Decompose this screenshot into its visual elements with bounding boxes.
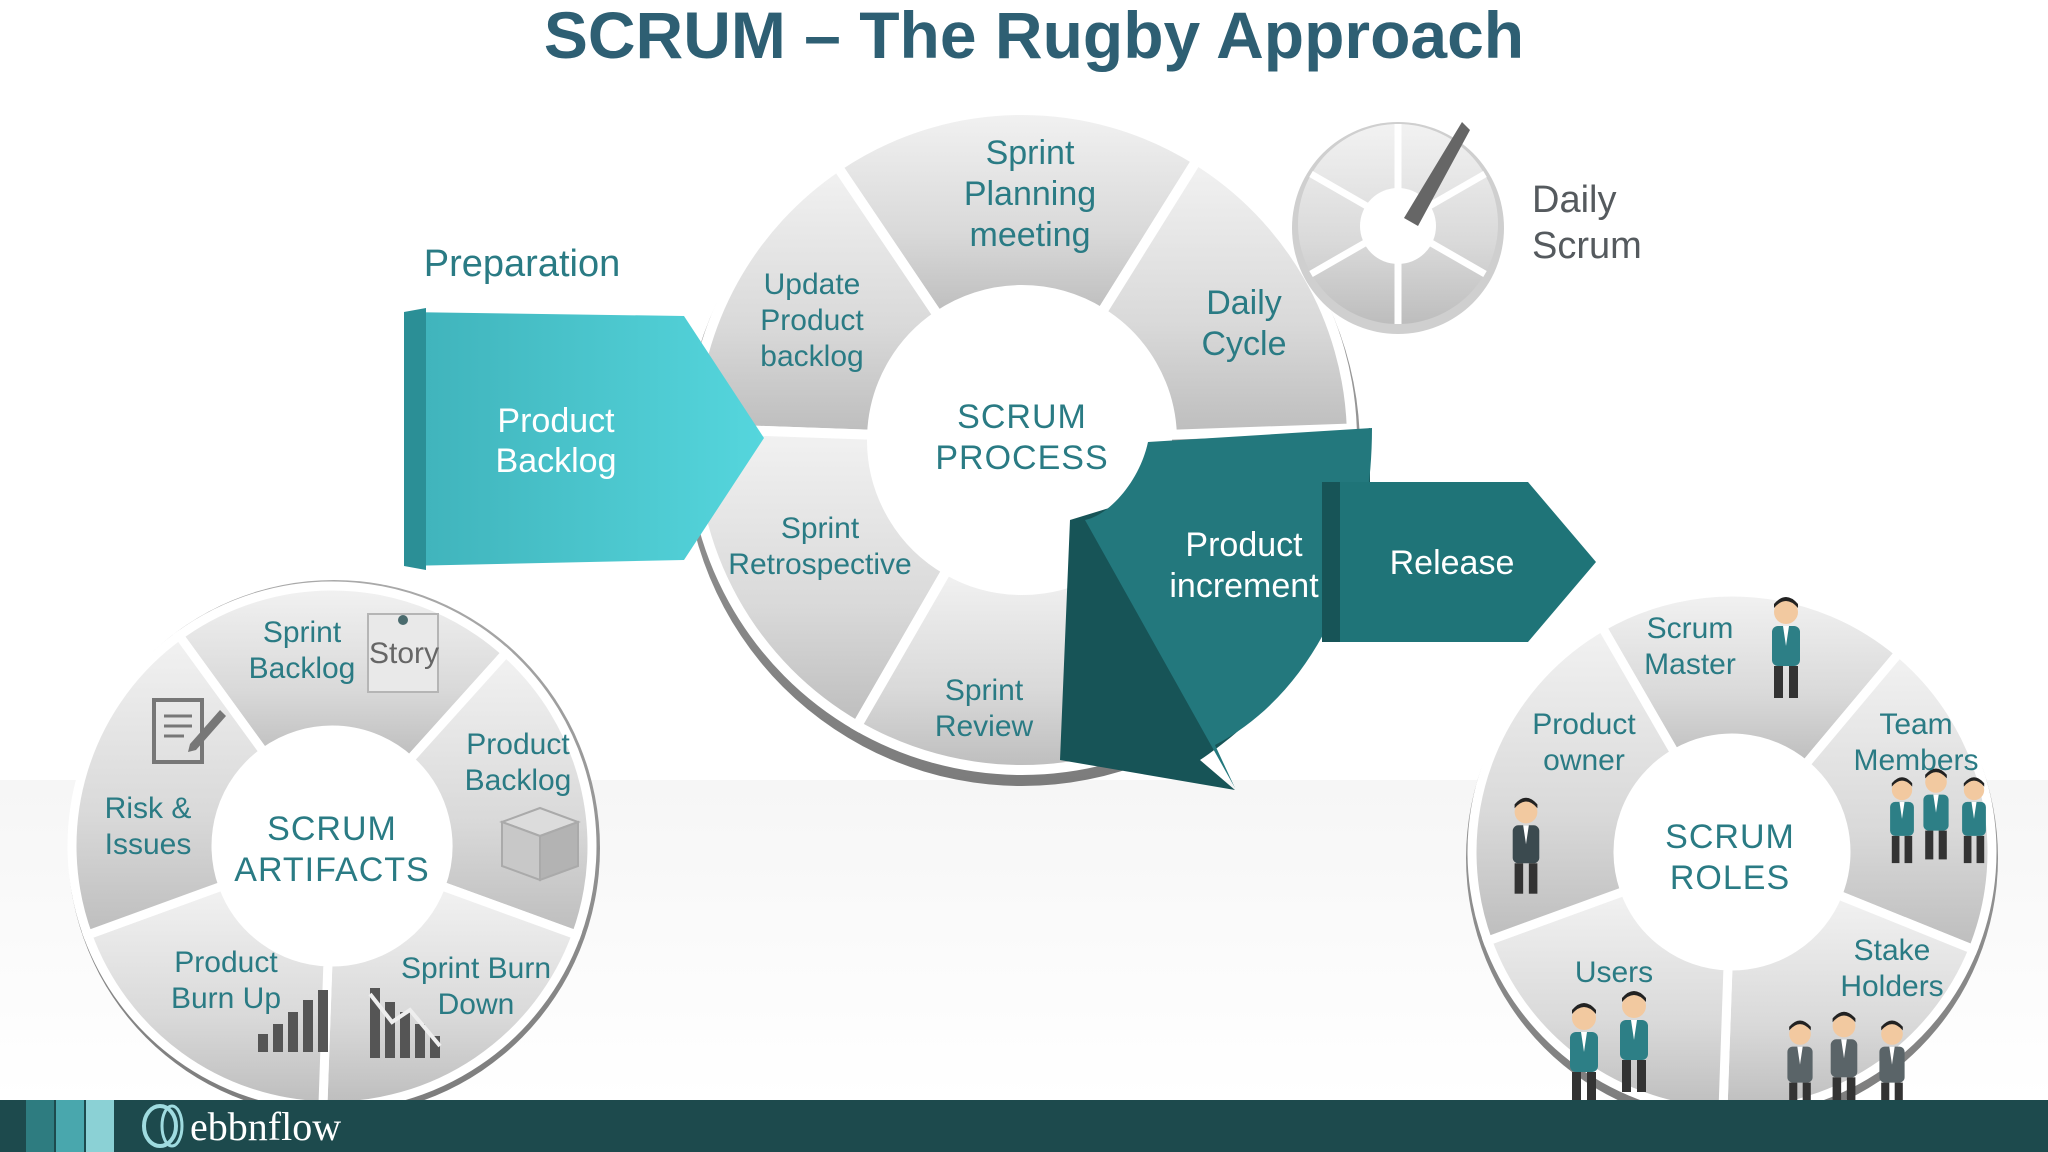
process-center-label-line-1: SCRUM <box>957 398 1087 436</box>
sprint-burn-down-label-line-1: Sprint Burn <box>401 952 551 985</box>
team-member-person-icon-1 <box>1890 777 1914 864</box>
brand-name: ebbnflow <box>190 1104 341 1149</box>
daily-scrum-label-line-1: Daily <box>1532 179 1616 221</box>
release-label: Release <box>1390 544 1515 582</box>
product-increment-label-line-2: increment <box>1169 567 1319 605</box>
segment-risk-issues <box>67 629 271 941</box>
stakeholder-person-icon-1 <box>1787 1020 1813 1112</box>
artifact-product-backlog-label-line-1: Product <box>466 728 570 761</box>
footer-stripe-2 <box>56 1100 84 1152</box>
product-backlog-label-line-2: Backlog <box>496 442 617 480</box>
product-backlog-arrow <box>404 308 764 570</box>
preparation-label: Preparation <box>424 243 620 285</box>
risk-issues-label-line-2: Issues <box>105 828 192 861</box>
team-member-person-icon-3 <box>1962 777 1986 864</box>
review-label-line-1: Sprint <box>945 674 1024 707</box>
segment-team-members <box>1798 646 1997 956</box>
roles-center-label-line-1: SCRUM <box>1665 818 1795 856</box>
page-title: SCRUM – The Rugby Approach <box>544 0 1524 72</box>
daily-scrum-wheel <box>1292 122 1504 334</box>
daily-cycle-label-line-2: Cycle <box>1201 325 1286 363</box>
sprint-burn-down-label-line-2: Down <box>438 988 515 1021</box>
artifact-product-backlog-label-line-2: Backlog <box>465 764 572 797</box>
artifacts-center <box>216 734 448 966</box>
roles-center <box>1618 742 1846 970</box>
retrospective-label-line-2: Retrospective <box>728 548 911 581</box>
clipboard-icon <box>152 698 226 764</box>
scrum-master-label-line-1: Scrum <box>1647 612 1734 645</box>
sprint-planning-label-line-3: meeting <box>970 216 1091 254</box>
product-backlog-label-line-1: Product <box>497 402 615 440</box>
scrum-master-person-icon <box>1772 597 1800 698</box>
team-member-person-icon-2 <box>1923 768 1949 860</box>
release-arrow <box>1322 482 1596 642</box>
daily-scrum-label-line-2: Scrum <box>1532 225 1642 267</box>
sprint-planning-label-line-1: Sprint <box>986 134 1075 172</box>
box-icon <box>499 806 581 882</box>
artifact-labels: SCRUMARTIFACTSSprintBacklogProductBacklo… <box>105 616 572 1021</box>
footer-bar <box>0 1100 2048 1152</box>
team-members-label-line-1: Team <box>1879 708 1952 741</box>
segment-scrum-master <box>1595 587 1906 772</box>
story-note-label: Story <box>369 637 439 670</box>
down-chart-icon <box>368 988 442 1058</box>
product-burn-up-label-line-2: Burn Up <box>171 982 281 1015</box>
product-increment-arrow <box>1060 428 1372 790</box>
process-labels: PreparationProductBacklogSprintPlanningm… <box>424 134 1642 743</box>
process-center-label-line-2: PROCESS <box>935 439 1108 477</box>
product-owner-person-icon <box>1512 797 1540 894</box>
update-backlog-label-line-1: Update <box>764 268 861 301</box>
product-owner-label-line-2: owner <box>1543 744 1625 777</box>
review-label-line-2: Review <box>935 710 1034 743</box>
story-note-icon <box>367 613 439 693</box>
bar-chart-icon <box>258 990 328 1052</box>
footer-stripe-1 <box>26 1100 54 1152</box>
product-burn-up-label-line-1: Product <box>174 946 278 979</box>
users-label: Users <box>1575 956 1653 989</box>
update-backlog-label-line-2: Product <box>760 304 864 337</box>
sprint-backlog-label-line-2: Backlog <box>249 652 356 685</box>
team-members-label-line-2: Members <box>1853 744 1978 777</box>
people-figures <box>1512 597 1986 1112</box>
stakeholder-person-icon-3 <box>1879 1020 1905 1112</box>
user-person-icon-2 <box>1620 991 1648 1092</box>
sprint-backlog-label-line-1: Sprint <box>263 616 342 649</box>
stake-holders-label-line-2: Holders <box>1840 970 1943 1003</box>
update-backlog-label-line-3: backlog <box>760 340 863 373</box>
brand-logo-icon <box>142 1104 184 1148</box>
stakeholder-person-icon-2 <box>1830 1011 1858 1108</box>
product-owner-label-line-1: Product <box>1532 708 1636 741</box>
artifacts-center-label-line-1: SCRUM <box>267 810 397 848</box>
stake-holders-label-line-1: Stake <box>1854 934 1931 967</box>
user-person-icon-1 <box>1570 1003 1598 1104</box>
scrum-master-label-line-2: Master <box>1644 648 1736 681</box>
footer-stripe-3 <box>86 1100 114 1152</box>
sprint-planning-label-line-2: Planning <box>964 175 1096 213</box>
daily-cycle-label-line-1: Daily <box>1206 284 1282 322</box>
retrospective-label-line-1: Sprint <box>781 512 860 545</box>
risk-issues-label-line-1: Risk & <box>105 792 192 825</box>
artifacts-center-label-line-2: ARTIFACTS <box>234 851 429 889</box>
roles-center-label-line-2: ROLES <box>1670 859 1790 897</box>
product-increment-label-line-1: Product <box>1185 526 1303 564</box>
